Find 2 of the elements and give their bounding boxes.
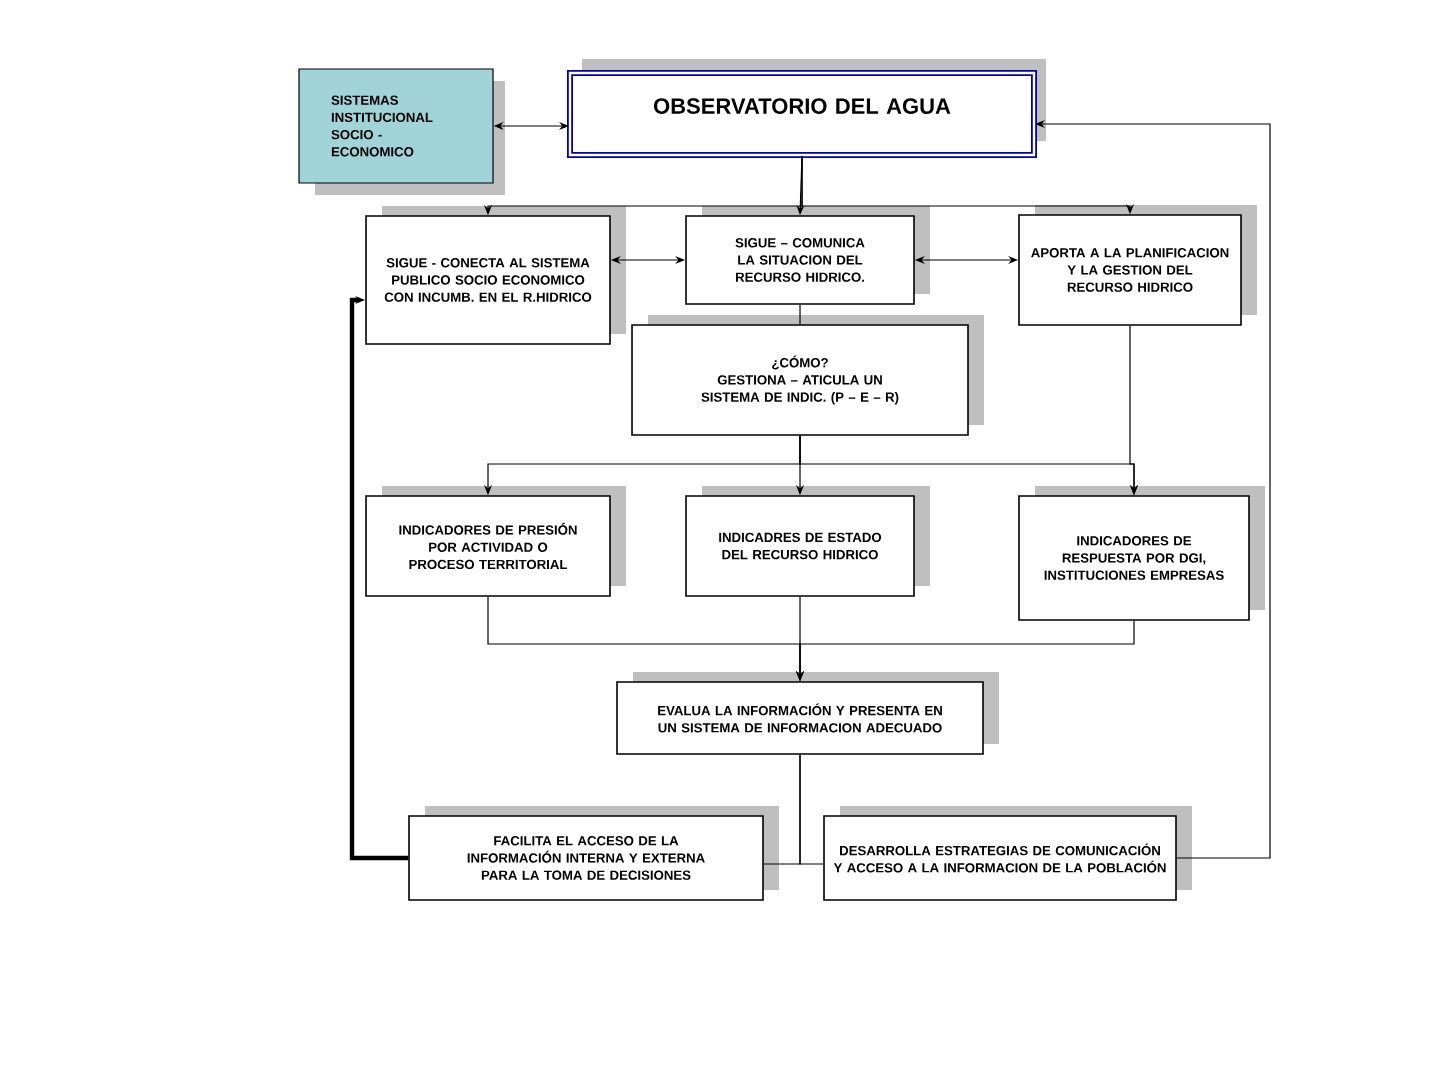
title-box: OBSERVATORIO DEL AGUA <box>567 59 1046 158</box>
arrow <box>349 295 409 861</box>
